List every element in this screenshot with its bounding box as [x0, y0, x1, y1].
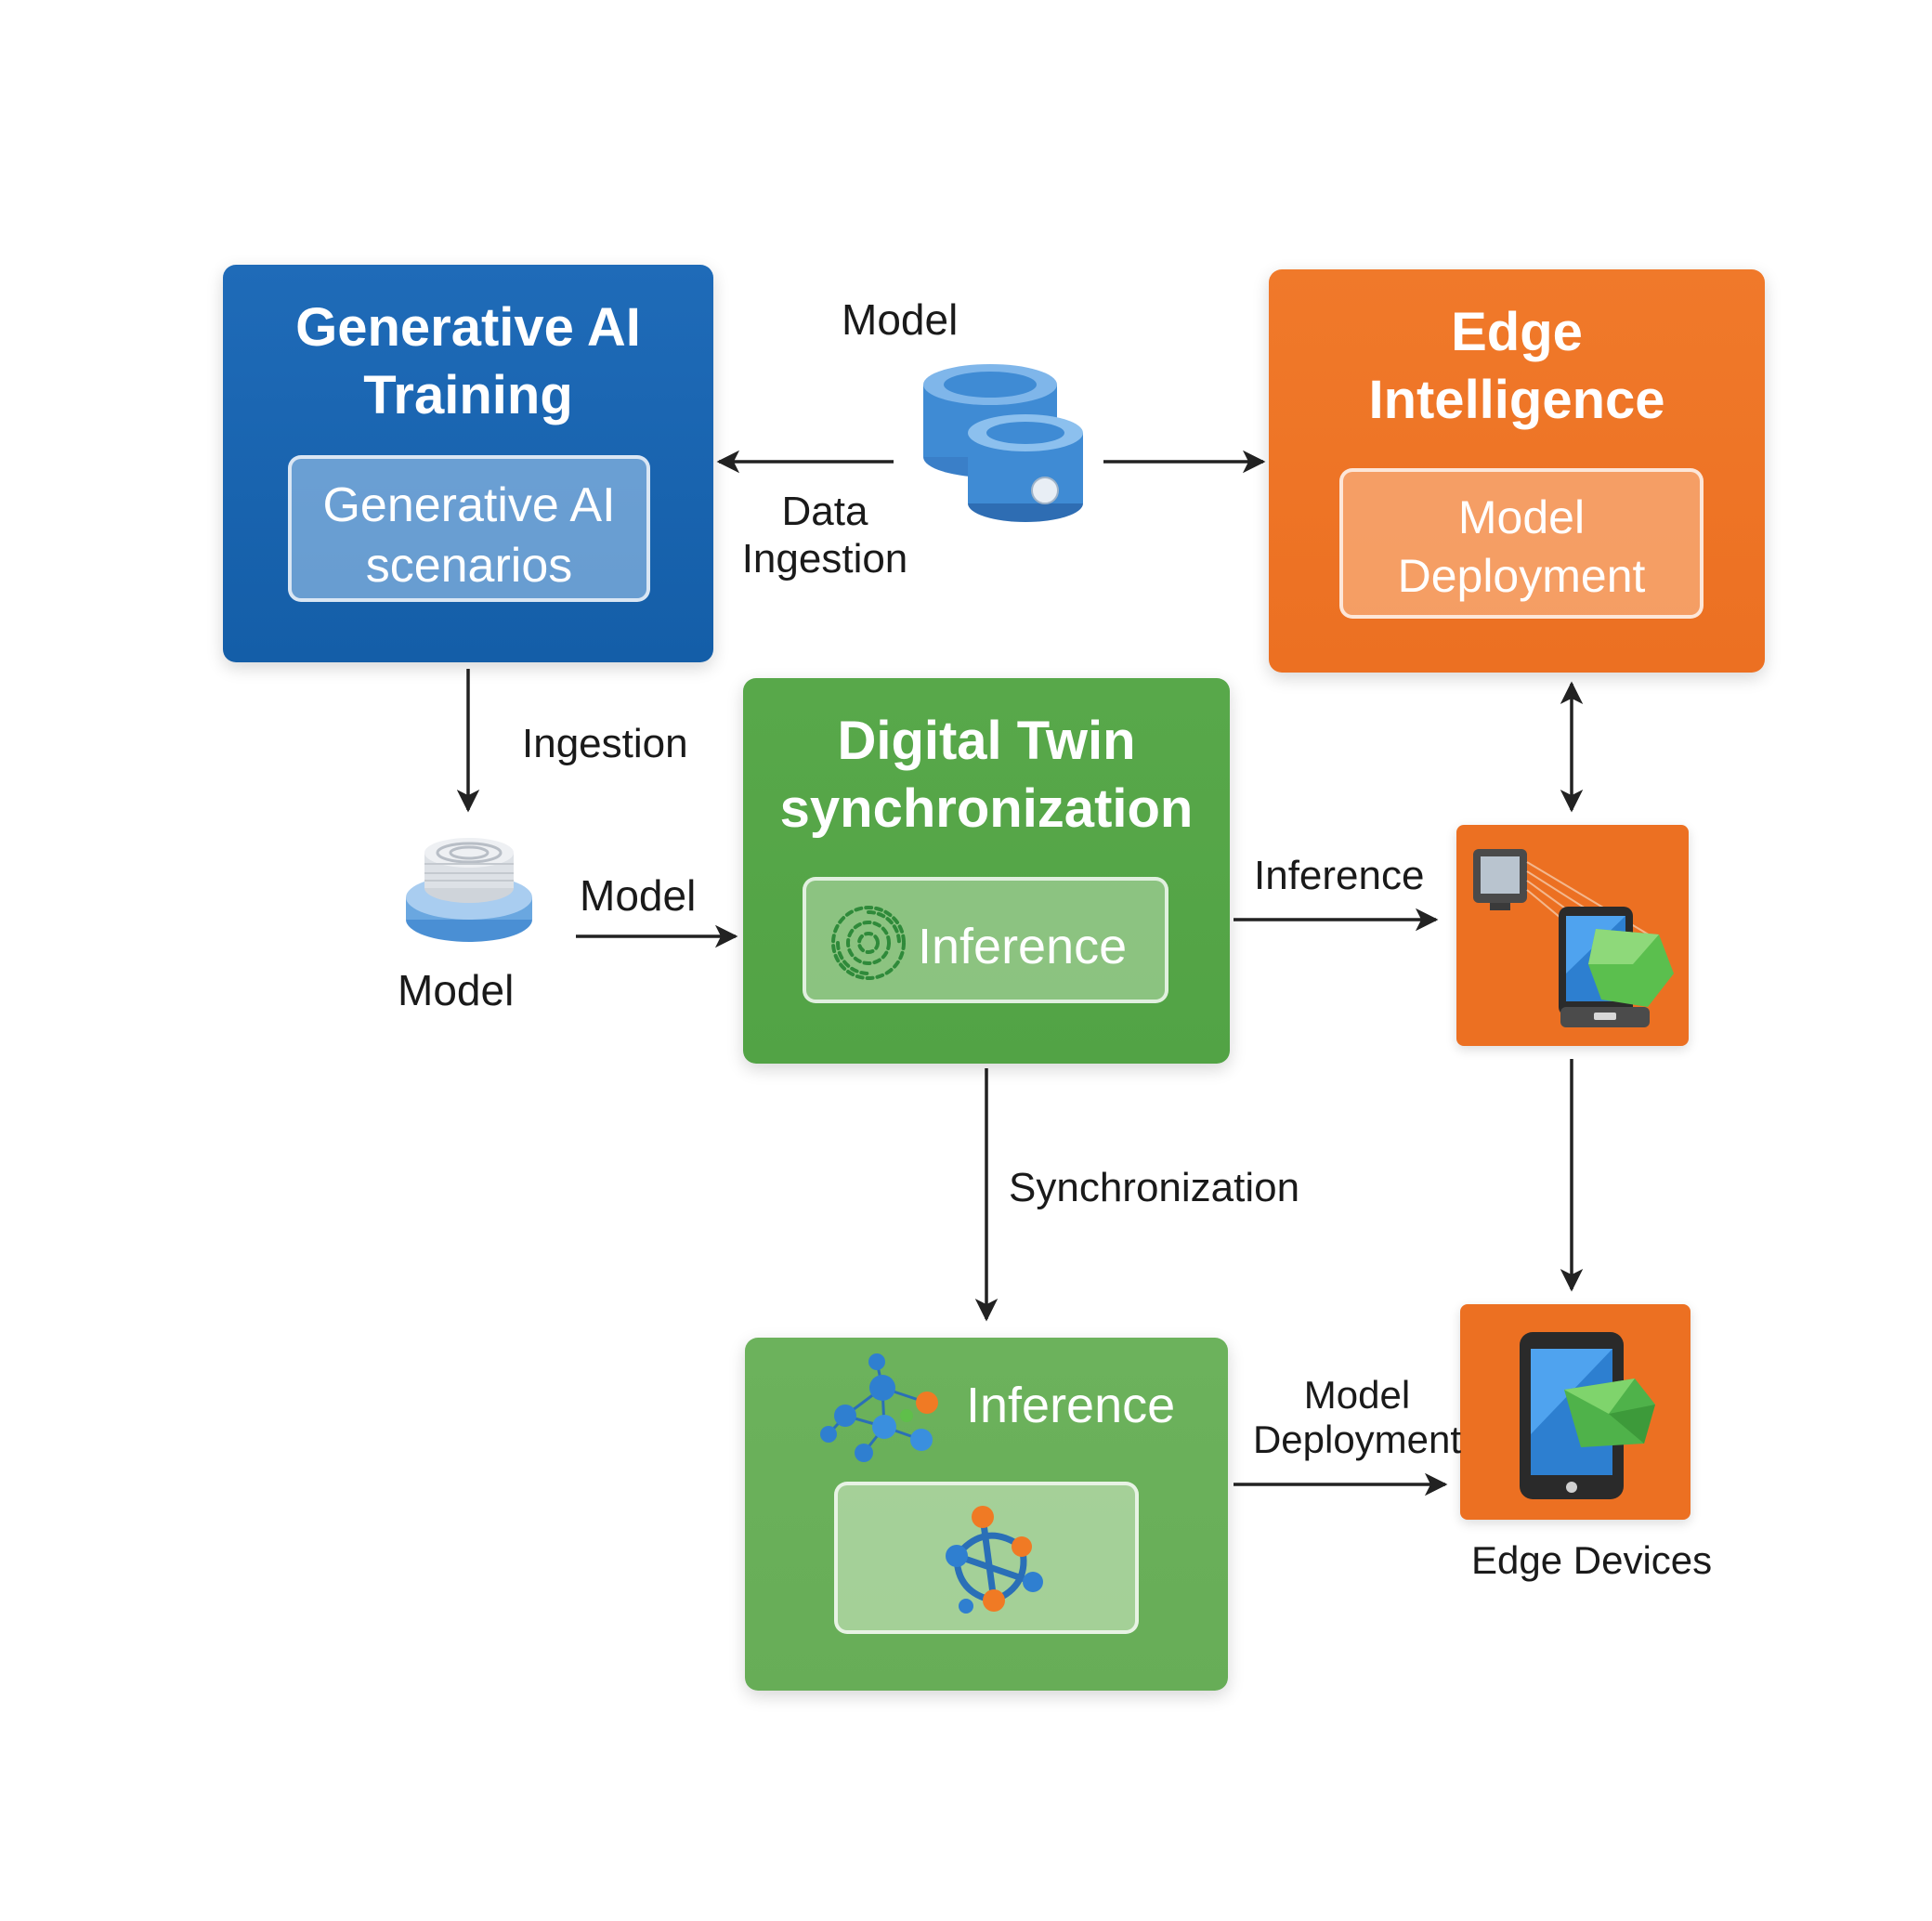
molecule-network-icon — [820, 1353, 938, 1462]
inference-panel — [834, 1482, 1139, 1634]
twin-inference-panel: Inference — [803, 877, 1168, 1003]
digital-twin-title: Digital Twin synchronization — [779, 711, 1194, 839]
generative-ai-training-title: Generative AI Training — [295, 297, 641, 425]
edge-devices-label: Edge Devices — [1471, 1538, 1713, 1582]
edge-label-model-top: Model — [842, 295, 959, 344]
computer-devices-icon — [1473, 849, 1674, 1027]
swirl-icon — [831, 906, 906, 980]
inference-title: Inference — [966, 1378, 1176, 1433]
model-deployment-label: Model Deployment — [1397, 491, 1646, 602]
edge-label-synchronization: Synchronization — [1009, 1165, 1300, 1210]
disk-stack-icon — [406, 838, 532, 942]
database-icon — [923, 364, 1083, 522]
model-storage-label: Model — [398, 966, 515, 1014]
edge-label-inference: Inference — [1254, 853, 1425, 898]
network-node-icon — [946, 1506, 1043, 1614]
edge-label-model-deployment: Model Deployment — [1252, 1373, 1462, 1462]
twin-inference-label: Inference — [918, 919, 1128, 974]
inference-node: Inference — [745, 1338, 1228, 1691]
generative-ai-scenarios-panel: Generative AI scenarios — [288, 455, 650, 602]
edge-label-data-ingestion: Data Ingestion — [741, 489, 908, 582]
edge-intelligence-title: Edge Intelligence — [1368, 302, 1665, 430]
model-deployment-panel: Model Deployment — [1339, 468, 1704, 619]
generative-ai-training-node: Generative AI Training Generative AI sce… — [223, 265, 713, 662]
tablet-device-icon — [1520, 1332, 1655, 1499]
edge-devices-tile — [1460, 1304, 1690, 1520]
inference-device-tile — [1456, 825, 1689, 1046]
generative-ai-scenarios-label: Generative AI scenarios — [322, 478, 616, 593]
edge-label-model-left: Model — [580, 871, 697, 920]
digital-twin-node: Digital Twin synchronization Inference — [743, 678, 1230, 1064]
edge-label-ingestion: Ingestion — [522, 721, 688, 766]
edge-intelligence-node: Edge Intelligence Model Deployment — [1269, 269, 1765, 673]
